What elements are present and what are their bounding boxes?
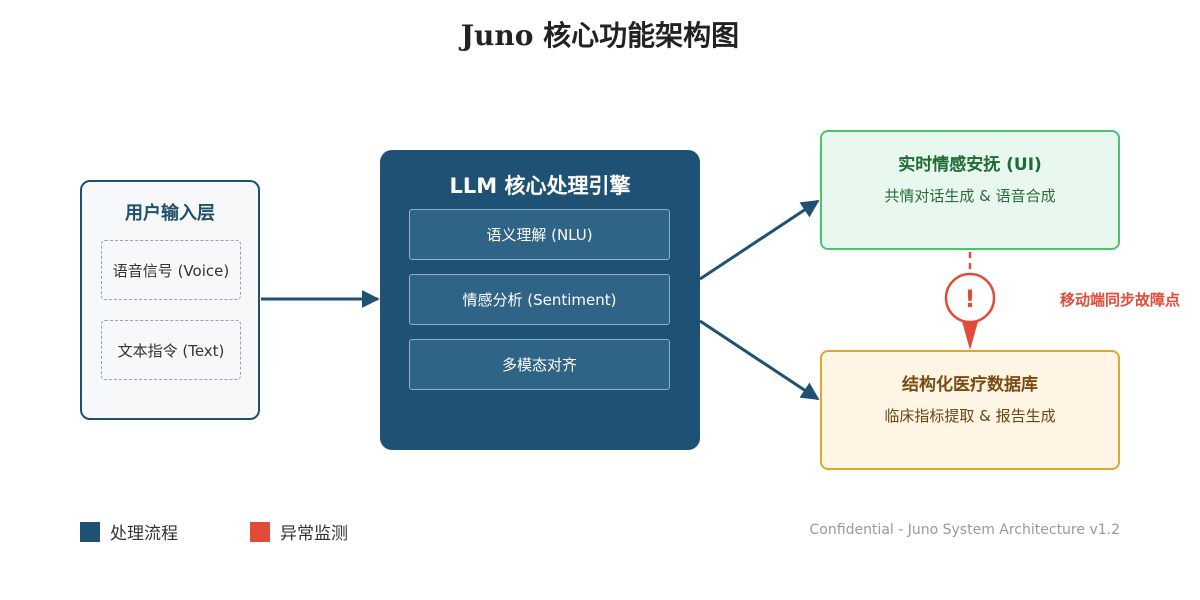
database-output-title: 结构化医疗数据库 bbox=[902, 375, 1038, 395]
database-output-subtitle: 临床指标提取 & 报告生成 bbox=[884, 407, 1056, 425]
arrow-core-to-database bbox=[699, 319, 820, 401]
emotion-output-title: 实时情感安抚 (UI) bbox=[898, 155, 1042, 175]
legend-anomaly-label: 异常监测 bbox=[280, 524, 348, 544]
alert-circle bbox=[944, 272, 996, 324]
text-input-item: 文本指令 (Text) bbox=[101, 320, 241, 380]
diagram-title: Juno 核心功能架构图 bbox=[460, 19, 740, 52]
footer-confidential: Confidential - Juno System Architecture … bbox=[809, 522, 1120, 538]
alert-pointer bbox=[961, 318, 979, 350]
input-layer-title: 用户输入层 bbox=[125, 203, 215, 224]
emotion-output-box: 实时情感安抚 (UI) 共情对话生成 & 语音合成 bbox=[820, 130, 1120, 250]
multimodal-module: 多模态对齐 bbox=[409, 339, 670, 390]
arrow-core-to-emotion bbox=[699, 199, 820, 281]
voice-input-item: 语音信号 (Voice) bbox=[101, 240, 241, 300]
legend-process-swatch bbox=[80, 521, 100, 542]
database-output-box: 结构化医疗数据库 临床指标提取 & 报告生成 bbox=[820, 350, 1120, 470]
sentiment-module: 情感分析 (Sentiment) bbox=[409, 274, 670, 325]
legend-process-label: 处理流程 bbox=[110, 524, 178, 544]
alert-exclamation-icon: ! bbox=[965, 285, 976, 313]
alert-label: 移动端同步故障点 bbox=[1060, 291, 1181, 309]
legend-anomaly-swatch bbox=[250, 521, 270, 542]
llm-core-box: LLM 核心处理引擎 语义理解 (NLU) 情感分析 (Sentiment) 多… bbox=[380, 150, 700, 450]
llm-core-title: LLM 核心处理引擎 bbox=[449, 174, 631, 198]
legend-process-flow: 处理流程 bbox=[80, 519, 178, 544]
emotion-output-subtitle: 共情对话生成 & 语音合成 bbox=[884, 187, 1056, 205]
input-layer-box: 用户输入层 语音信号 (Voice) 文本指令 (Text) bbox=[80, 180, 260, 420]
legend-anomaly-monitor: 异常监测 bbox=[250, 519, 348, 544]
nlu-module: 语义理解 (NLU) bbox=[409, 209, 670, 260]
